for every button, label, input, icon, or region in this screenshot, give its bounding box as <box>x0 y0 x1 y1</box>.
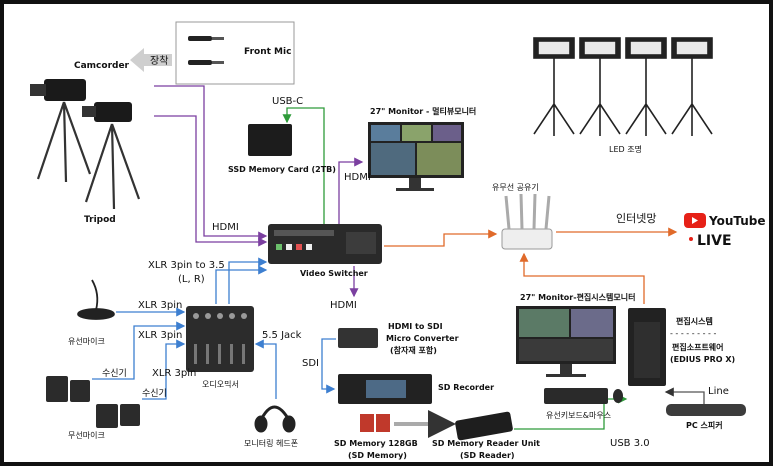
edit-software-label-1: 편집소프트웨어 <box>672 342 724 352</box>
wired-mic-icon <box>77 279 115 320</box>
xlr-35-label-1: XLR 3pin to 3.5 <box>148 260 225 271</box>
youtube-live-logo <box>684 213 706 241</box>
jack-label: 5.5 Jack <box>262 330 302 341</box>
sdi-label: SDI <box>302 358 319 369</box>
headphone-label: 모니터링 헤드폰 <box>244 438 298 448</box>
keyboard-mouse-icon <box>544 388 623 404</box>
edit-system-tower-icon <box>628 308 666 386</box>
diagram-svg: 장착 Front Mic Camcorder Tripod USB-C SSD … <box>30 21 766 460</box>
line-mixer-switcher-b <box>215 265 268 304</box>
mixer-label: 오디오믹서 <box>202 379 239 389</box>
line-mixer-switcher <box>228 257 268 304</box>
wireless-mic-label: 무선마이크 <box>68 430 105 440</box>
usb-c-label: USB-C <box>272 96 303 107</box>
camcorder-icon <box>30 79 132 122</box>
sd-reader-label-1: SD Memory Reader Unit <box>432 439 540 448</box>
multiview-monitor-label: 27" Monitor - 멀티뷰모니터 <box>370 106 476 116</box>
hdmi-sdi-converter-icon <box>338 328 378 348</box>
router-icon <box>501 193 553 250</box>
live-label: LIVE <box>697 233 732 249</box>
edit-monitor-label: 27" Monitor-편집시스템모니터 <box>520 292 635 302</box>
xlr-c-label: XLR 3pin <box>152 368 196 379</box>
sd-memory-icon <box>360 414 390 432</box>
led-light-icon <box>533 37 713 136</box>
converter-label-2: Micro Converter <box>386 334 459 343</box>
mount-arrow <box>130 48 172 72</box>
hdmi-sdi-label: HDMI <box>330 300 357 311</box>
router-label: 유무선 공유기 <box>492 183 539 192</box>
sd-recorder-icon <box>338 374 432 404</box>
tripod-label: Tripod <box>84 215 116 225</box>
xlr-35-label-2: (L, R) <box>178 274 205 285</box>
led-label: LED 조명 <box>609 144 642 154</box>
wireless-mic-icon <box>46 376 140 428</box>
line-cam2-switcher <box>154 115 268 247</box>
sd-reader-icon <box>455 411 513 441</box>
ssd-label: SSD Memory Card (2TB) <box>228 165 336 174</box>
sd-memory-label-2: (SD Memory) <box>348 451 407 460</box>
converter-label-1: HDMI to SDI <box>388 322 443 331</box>
multiview-monitor-icon <box>368 122 464 191</box>
mount-label: 장착 <box>150 55 168 67</box>
headphone-icon <box>254 405 296 433</box>
keyboard-label: 유선키보드&마우스 <box>546 411 611 420</box>
wired-mic-label: 유선마이크 <box>68 336 105 346</box>
line-speaker-edit <box>664 387 705 404</box>
xlr-a-label: XLR 3pin <box>138 300 182 311</box>
sd-memory-label-1: SD Memory 128GB <box>334 439 418 448</box>
line-converter-recorder <box>321 338 336 394</box>
line-switcher-monitor <box>338 157 364 226</box>
xlr-b-label: XLR 3pin <box>138 330 182 341</box>
front-mic-label: Front Mic <box>244 47 291 57</box>
line-receiver1-mixer <box>92 321 186 380</box>
hdmi-monitor-label: HDMI <box>344 172 371 183</box>
switcher-label: Video Switcher <box>300 269 368 278</box>
usb3-label: USB 3.0 <box>610 438 650 449</box>
line-switcher-ssd <box>282 107 325 226</box>
line-switcher-router <box>384 229 498 247</box>
audio-mixer-icon <box>186 306 254 372</box>
line-receiver2-mixer <box>142 339 186 400</box>
camcorder-label: Camcorder <box>74 61 130 71</box>
youtube-label: YouTube <box>708 214 766 228</box>
receiver-b-label: 수신기 <box>142 388 167 399</box>
sd-reader-label-2: (SD Reader) <box>460 451 515 460</box>
front-mic-box <box>175 21 295 85</box>
sd-recorder-label: SD Recorder <box>438 383 494 392</box>
line-edit-router <box>519 252 645 304</box>
tripod-icon <box>36 101 141 210</box>
internet-label: 인터넷망 <box>616 212 656 225</box>
edit-software-label-2: (EDIUS PRO X) <box>670 355 735 364</box>
line-headphone-mixer <box>254 339 277 399</box>
pc-speaker-icon <box>666 404 746 416</box>
line-label: Line <box>708 386 729 397</box>
line-cam1-switcher <box>154 85 268 241</box>
edit-monitor-icon <box>516 306 616 377</box>
converter-label-3: (참자재 포함) <box>390 345 437 355</box>
front-mic-icon <box>188 36 224 65</box>
video-switcher-icon <box>268 224 382 264</box>
edit-system-label: 편집시스템 <box>676 316 713 326</box>
edit-divider: - - - - - - - - - <box>670 329 716 338</box>
hdmi-cam-label: HDMI <box>212 222 239 233</box>
ssd-icon <box>248 124 292 156</box>
pc-speaker-label: PC 스피커 <box>686 420 723 430</box>
receiver-a-label: 수신기 <box>102 368 127 379</box>
